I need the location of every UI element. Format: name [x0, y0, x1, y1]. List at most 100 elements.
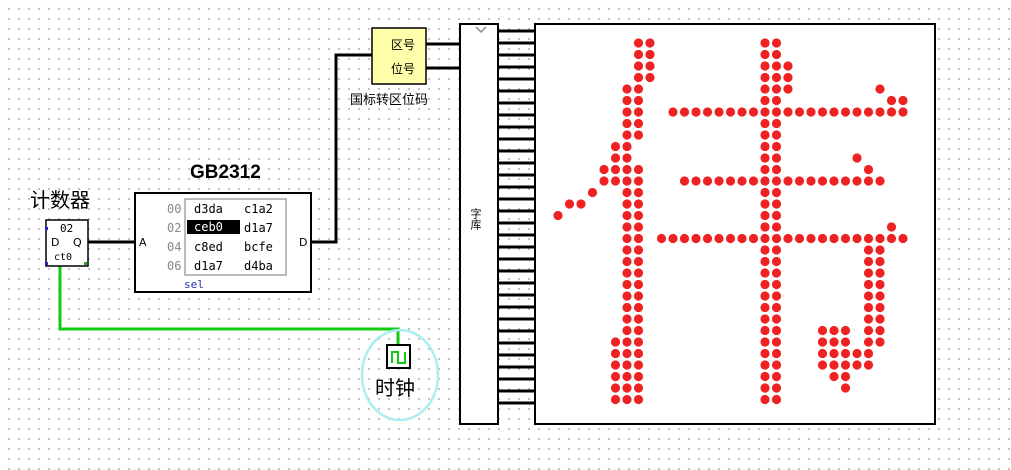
counter-port-ct: ct0	[54, 252, 73, 263]
led-dot-on	[748, 233, 759, 244]
rom-cell-2-2[interactable]: bcfe	[244, 240, 273, 254]
led-dot-on	[760, 279, 770, 290]
led-dot-on	[886, 107, 897, 117]
led-dot-on	[748, 107, 759, 117]
counter-pin-out	[84, 262, 87, 265]
led-dot-on	[760, 256, 770, 267]
led-dot-on	[633, 210, 644, 221]
led-dot-on	[633, 72, 644, 83]
led-dot-on	[760, 49, 770, 60]
led-dot-on	[760, 95, 770, 106]
rom-cell-0-1[interactable]: d3da	[194, 202, 223, 216]
led-dot-on	[771, 187, 782, 198]
led-dot-on	[679, 176, 690, 186]
led-dot-on	[610, 360, 621, 370]
led-dot-on	[760, 141, 770, 152]
led-dot-on	[771, 233, 782, 244]
led-dot-on	[794, 107, 805, 117]
led-dot-on	[817, 176, 828, 186]
rom-cell-1-2[interactable]: d1a7	[244, 221, 273, 235]
led-dot-on	[737, 233, 747, 244]
led-dot-on	[863, 107, 874, 117]
led-dot-on	[771, 164, 782, 175]
led-dot-on	[852, 153, 862, 163]
rom-cell-3-1[interactable]: d1a7	[194, 259, 223, 273]
led-dot-on	[760, 394, 770, 405]
rom-cell-3-2[interactable]: d4ba	[244, 259, 273, 273]
led-dot-on	[829, 348, 839, 359]
led-dot-on	[760, 38, 770, 48]
led-dot-on	[714, 176, 724, 186]
fontlib-pins	[497, 28, 535, 420]
led-dot-on	[840, 337, 851, 347]
led-dot-on	[783, 61, 793, 71]
led-dot-on	[633, 268, 644, 278]
led-dot-on	[622, 256, 632, 267]
led-dot-on	[622, 302, 632, 313]
led-dot-on	[771, 383, 782, 393]
led-dot-on	[633, 187, 644, 198]
converter-box[interactable]	[371, 27, 427, 85]
led-dot-on	[622, 360, 632, 370]
led-dot-on	[829, 233, 839, 244]
led-dot-on	[840, 348, 851, 359]
led-dot-on	[875, 84, 885, 94]
converter-zone-label: 区号	[391, 38, 416, 52]
led-dot-on	[645, 38, 655, 48]
led-dot-on	[817, 107, 828, 117]
led-dot-on	[610, 337, 621, 347]
led-dot-on	[760, 199, 770, 209]
led-dot-on	[875, 233, 885, 244]
led-dot-on	[863, 245, 874, 255]
led-dot-on	[633, 164, 644, 175]
led-dot-on	[783, 72, 793, 83]
led-dot-on	[760, 210, 770, 221]
led-dot-on	[633, 118, 644, 129]
led-dot-on	[817, 233, 828, 244]
led-dot-on	[771, 325, 782, 336]
led-dot-on	[622, 314, 632, 324]
rom-cell-2-1[interactable]: c8ed	[194, 240, 223, 254]
led-dot-on	[691, 176, 701, 186]
wires	[58, 42, 460, 345]
counter-port-d: D	[51, 236, 60, 249]
led-dot-on	[622, 164, 632, 175]
fontlib-box[interactable]	[459, 23, 499, 425]
led-dot-on	[863, 348, 874, 359]
led-dot-on	[886, 95, 897, 106]
led-dot-on	[840, 371, 851, 382]
led-dot-on	[875, 245, 885, 255]
led-dot-on	[622, 107, 632, 117]
led-dot-on	[633, 394, 644, 405]
led-dot-on	[783, 107, 793, 117]
led-dot-on	[875, 107, 885, 117]
led-dot-on	[645, 72, 655, 83]
led-dot-on	[886, 233, 897, 244]
rom-cell-1-1-selected[interactable]: ceb0	[187, 220, 240, 234]
rom-addr-1: 02	[167, 221, 182, 235]
led-dot-on	[633, 84, 644, 94]
led-dot-on	[633, 314, 644, 324]
led-dot-on	[622, 394, 632, 405]
led-dot-on	[852, 107, 862, 117]
led-dot-on	[760, 176, 770, 186]
led-dot-on	[622, 233, 632, 244]
led-dot-on	[748, 176, 759, 186]
counter-box[interactable]	[45, 219, 89, 267]
led-dot-on	[725, 176, 736, 186]
rom-cell-0-2[interactable]: c1a2	[244, 202, 273, 216]
led-dot-on	[771, 245, 782, 255]
led-dot-on	[622, 268, 632, 278]
led-dot-on	[863, 233, 874, 244]
led-dot-on	[875, 337, 885, 347]
led-dot-on	[622, 199, 632, 209]
led-dot-on	[645, 61, 655, 71]
led-dot-on	[599, 164, 609, 175]
led-dot-on	[622, 245, 632, 255]
led-dot-on	[760, 268, 770, 278]
led-dot-on	[679, 233, 690, 244]
led-dot-on	[760, 348, 770, 359]
led-dot-on	[633, 291, 644, 301]
led-dot-on	[691, 107, 701, 117]
led-dot-on	[714, 107, 724, 117]
